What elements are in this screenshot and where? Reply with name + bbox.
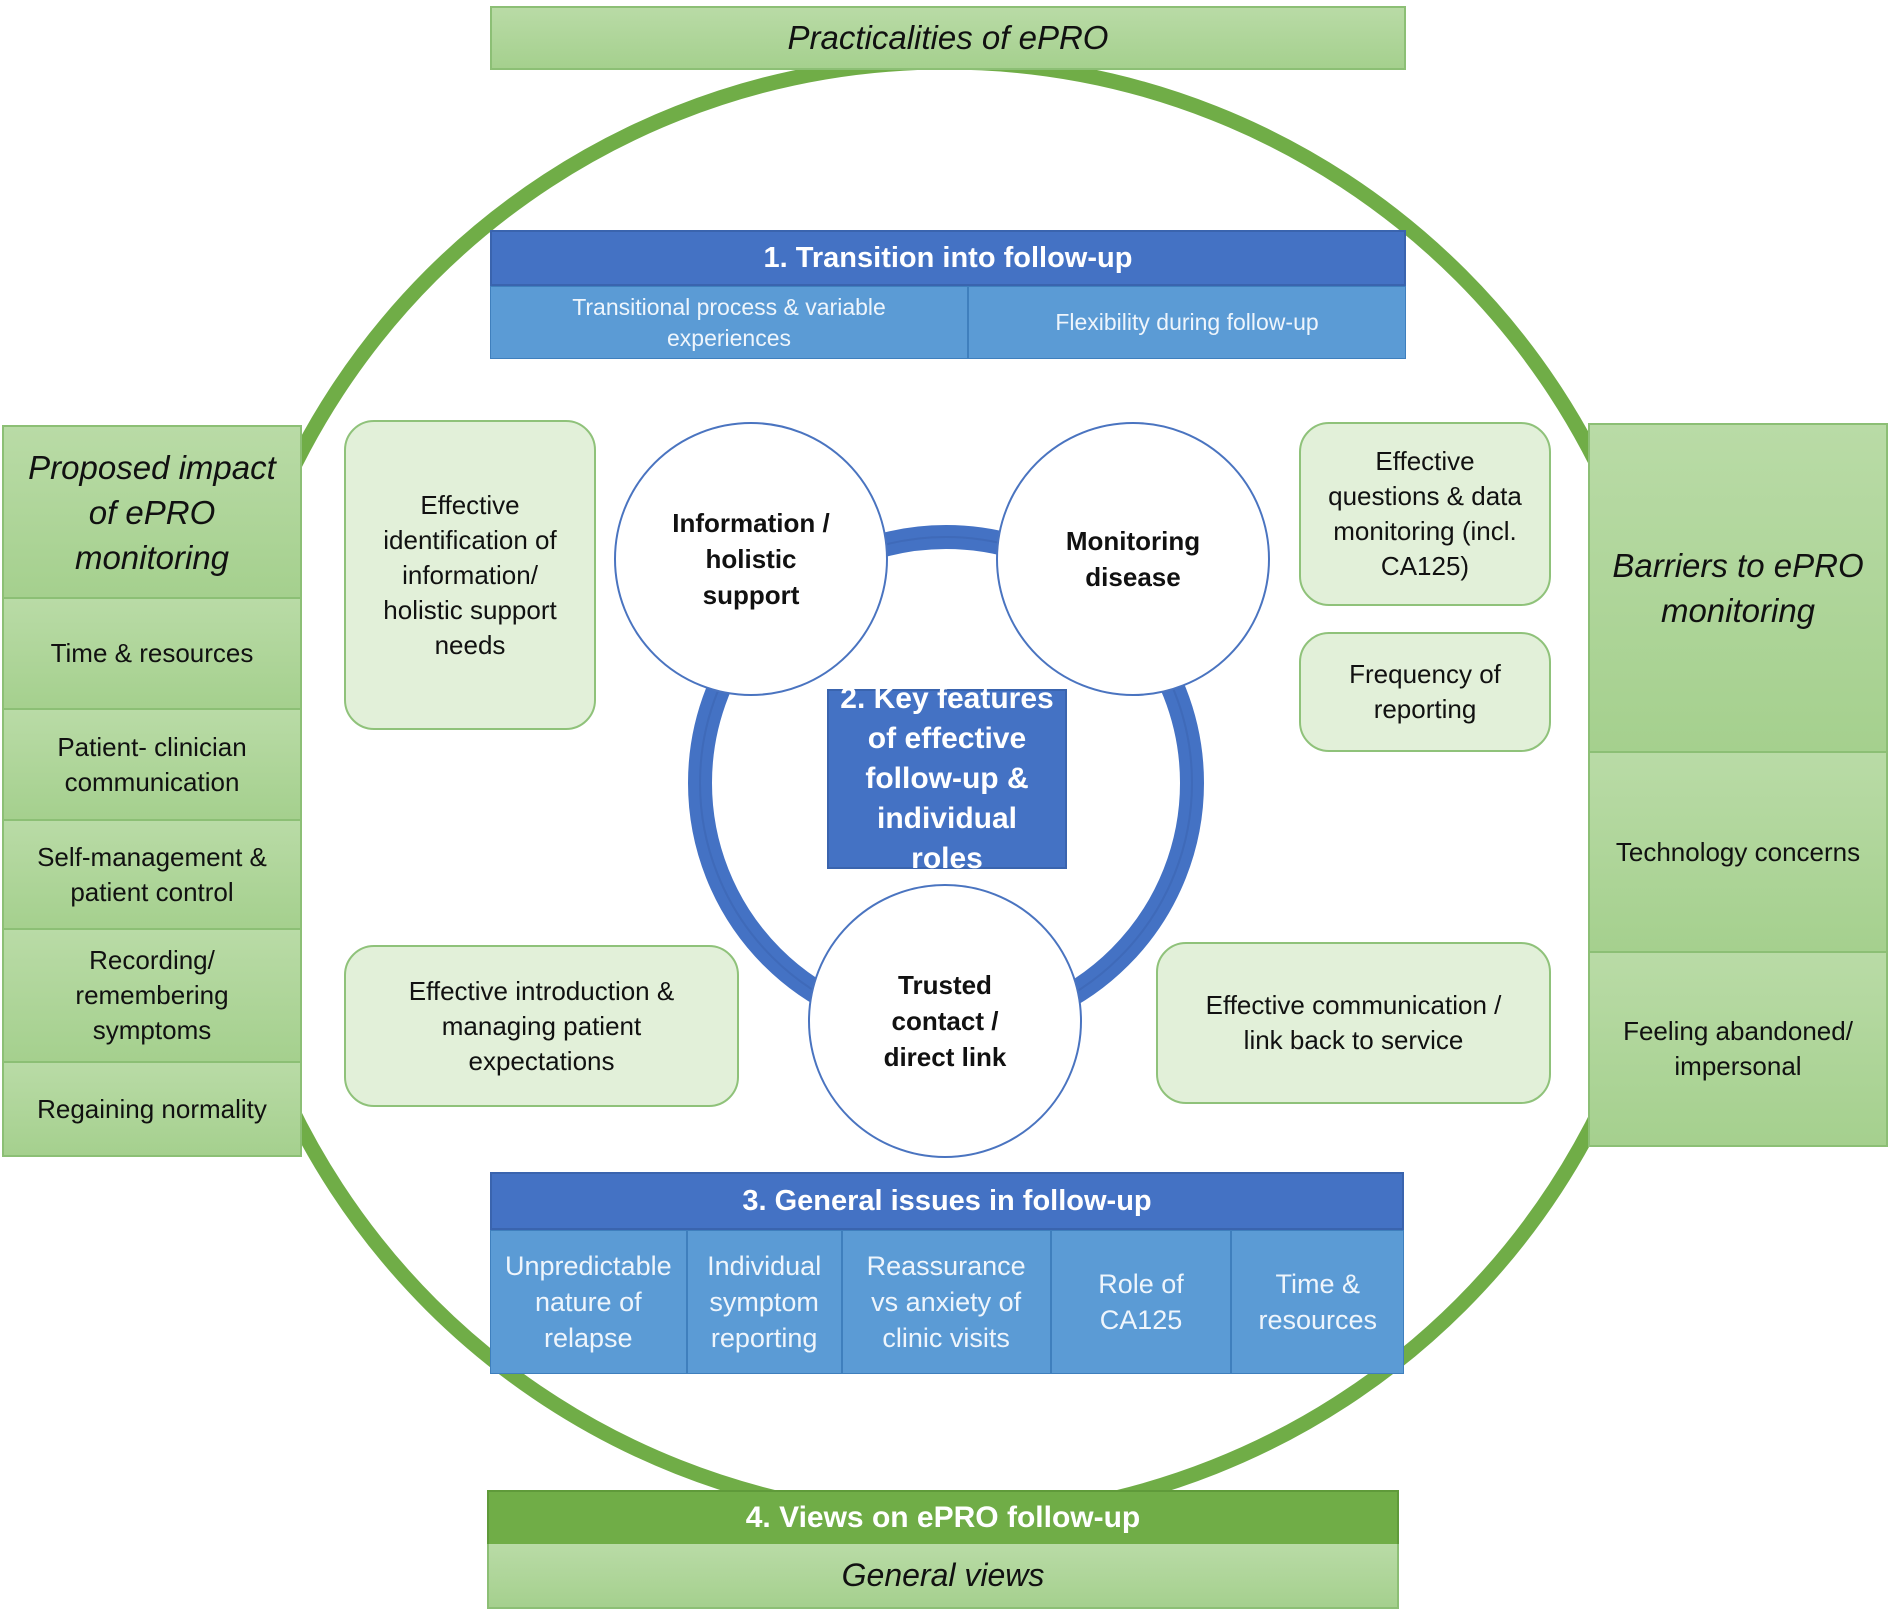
theme3-header: 3. General issues in follow-up [490, 1172, 1404, 1230]
theme1-cells: Transitional process & variable experien… [490, 286, 1406, 359]
theme3-cells: Unpredictable nature of relapse Individu… [490, 1230, 1404, 1374]
impact-item: Regaining normality [2, 1063, 302, 1157]
proposed-impact-title: Proposed impact of ePRO monitoring [2, 425, 302, 599]
circle-information-support: Information / holistic support [614, 422, 888, 696]
theme3-cell: Role of CA125 [1050, 1230, 1232, 1374]
impact-item: Self-management & patient control [2, 821, 302, 930]
barrier-item: Technology concerns [1588, 753, 1888, 953]
views-header: 4. Views on ePRO follow-up [487, 1490, 1399, 1546]
theme1-cell: Transitional process & variable experien… [490, 286, 968, 359]
theme3-cell: Unpredictable nature of relapse [490, 1230, 687, 1374]
callout-introduction: Effective introduction & managing patien… [344, 945, 739, 1107]
impact-item: Time & resources [2, 599, 302, 710]
theme1-header: 1. Transition into follow-up [490, 230, 1406, 286]
impact-item: Recording/ remembering symptoms [2, 930, 302, 1063]
theme1-cell: Flexibility during follow-up [968, 286, 1406, 359]
views-subtitle: General views [487, 1544, 1399, 1609]
circle-trusted-contact: Trusted contact / direct link [808, 884, 1082, 1158]
theme2-center: 2. Key features of effective follow-up &… [827, 682, 1067, 875]
callout-holistic-needs: Effective identification of information/… [344, 420, 596, 730]
practicalities-label: Practicalities of ePRO [490, 6, 1406, 70]
callout-communication: Effective communication / link back to s… [1156, 942, 1551, 1104]
barriers-panel: Barriers to ePRO monitoring Technology c… [1588, 423, 1888, 1147]
impact-item: Patient- clinician communication [2, 710, 302, 821]
barrier-item: Feeling abandoned/ impersonal [1588, 953, 1888, 1147]
circle-monitoring-disease: Monitoring disease [996, 422, 1270, 696]
callout-frequency: Frequency of reporting [1299, 632, 1551, 752]
proposed-impact-panel: Proposed impact of ePRO monitoring Time … [2, 425, 302, 1157]
theme3-cell: Reassurance vs anxiety of clinic visits [841, 1230, 1051, 1374]
theme3-cell: Individual symptom reporting [686, 1230, 842, 1374]
theme3-cell: Time & resources [1231, 1230, 1404, 1374]
callout-questions-monitoring: Effective questions & data monitoring (i… [1299, 422, 1551, 606]
barriers-title: Barriers to ePRO monitoring [1588, 423, 1888, 753]
